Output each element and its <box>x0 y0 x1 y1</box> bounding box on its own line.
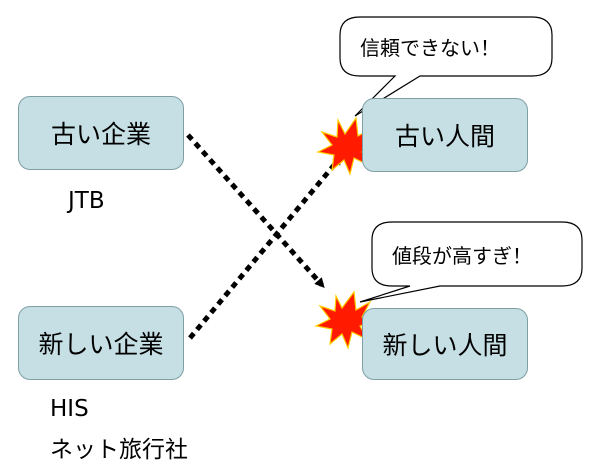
label-net-travel: ネット旅行社 <box>50 437 188 463</box>
box-new-company: 新しい企業 <box>18 306 184 380</box>
bubble-text-new-people: 値段が高すぎ！ <box>392 244 532 268</box>
arrow-old-company-to-new-people <box>186 133 325 288</box>
box-old-company-label: 古い企業 <box>50 120 151 149</box>
arrow-new-company-to-old-people <box>188 154 343 340</box>
speech-bubble-new-people <box>359 221 583 303</box>
box-new-people-label: 新しい人間 <box>382 331 508 360</box>
box-old-people-label: 古い人間 <box>394 122 495 151</box>
box-old-people: 古い人間 <box>362 98 528 172</box>
box-new-people: 新しい人間 <box>362 308 528 380</box>
label-jtb: JTB <box>68 188 105 214</box>
box-new-company-label: 新しい企業 <box>38 330 164 359</box>
bubble-text-old-people: 信頼できない！ <box>360 36 500 60</box>
speech-bubble-old-people <box>339 16 553 117</box>
burst-new-people <box>314 290 379 350</box>
label-his: HIS <box>50 396 89 422</box>
box-old-company: 古い企業 <box>18 96 184 170</box>
